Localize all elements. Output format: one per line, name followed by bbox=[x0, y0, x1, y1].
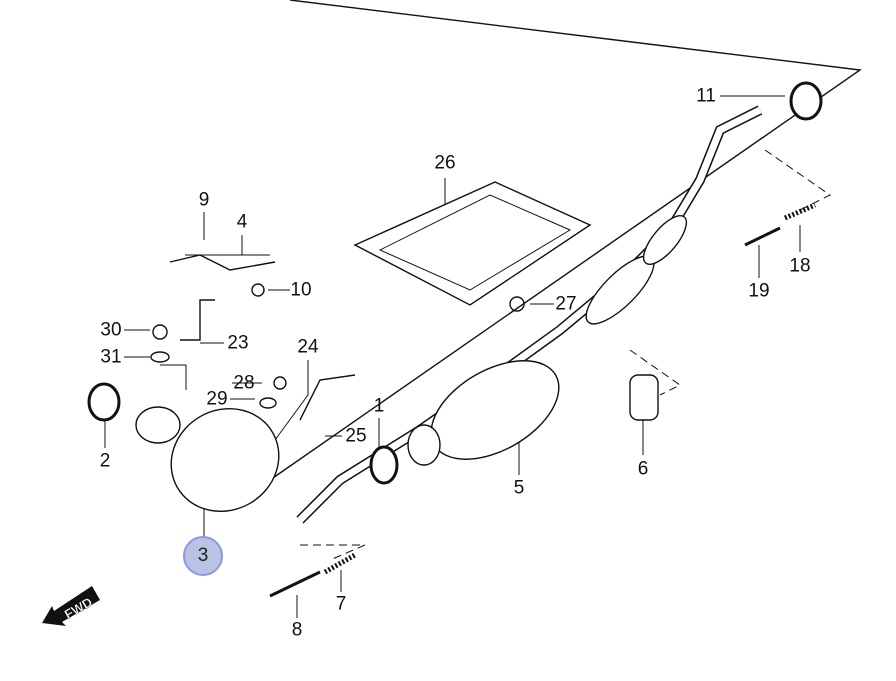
part-label-7[interactable]: 7 bbox=[335, 593, 347, 615]
part-label-10[interactable]: 10 bbox=[290, 279, 312, 301]
part-label-3-highlighted[interactable]: 3 bbox=[183, 536, 223, 576]
part-label-24[interactable]: 24 bbox=[297, 336, 319, 358]
part-label-31[interactable]: 31 bbox=[100, 346, 122, 368]
part-label-1[interactable]: 1 bbox=[373, 395, 385, 417]
part-label-25[interactable]: 25 bbox=[345, 425, 367, 447]
part-label-18[interactable]: 18 bbox=[789, 255, 811, 277]
part-label-11[interactable]: 11 bbox=[696, 85, 716, 107]
part-label-30[interactable]: 30 bbox=[100, 319, 122, 341]
part-label-9[interactable]: 9 bbox=[198, 189, 210, 211]
part-label-26[interactable]: 26 bbox=[434, 152, 456, 174]
part-label-28[interactable]: 28 bbox=[233, 372, 255, 394]
part-label-29[interactable]: 29 bbox=[206, 388, 228, 410]
part-label-8[interactable]: 8 bbox=[291, 619, 303, 641]
part-label-4[interactable]: 4 bbox=[236, 211, 248, 233]
fwd-arrow-icon: FWD bbox=[42, 586, 100, 626]
part-label-23[interactable]: 23 bbox=[227, 332, 249, 354]
part-label-27[interactable]: 27 bbox=[555, 293, 577, 315]
part-label-19[interactable]: 19 bbox=[748, 280, 770, 302]
part-label-6[interactable]: 6 bbox=[637, 458, 649, 480]
part-label-5[interactable]: 5 bbox=[513, 477, 525, 499]
part-label-2[interactable]: 2 bbox=[99, 450, 111, 472]
